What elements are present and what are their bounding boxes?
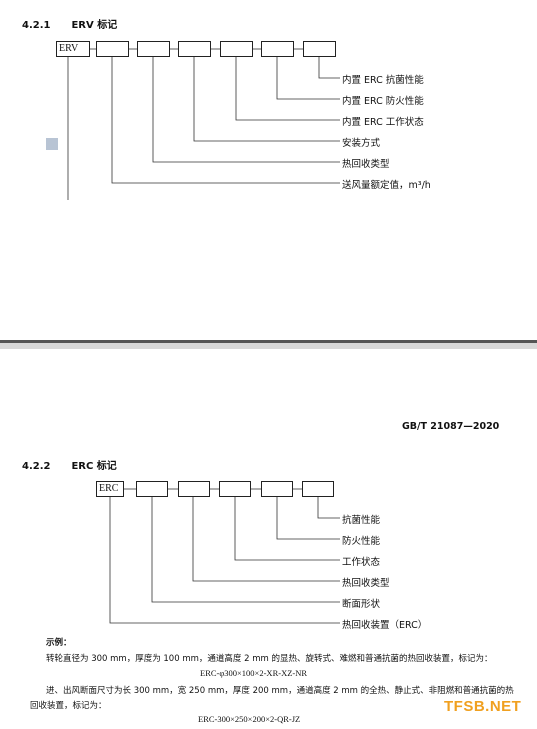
erv-label-fire: 内置 ERC 防火性能 [342, 96, 424, 107]
erv-label-antibacterial: 内置 ERC 抗菌性能 [342, 75, 424, 86]
erv-label-installation: 安装方式 [342, 138, 381, 149]
erc-field-box-5 [302, 481, 334, 497]
example-2-text-line1: 进、出风断面尺寸为长 300 mm，宽 250 mm，厚度 200 mm，通道高… [46, 686, 514, 696]
erv-code-label: ERV [59, 43, 79, 54]
erc-field-box-1 [136, 481, 168, 497]
section-1-title: ERV 标记 [71, 20, 118, 31]
page-gap [0, 343, 537, 349]
erv-label-heat-recovery-type: 热回收类型 [342, 159, 390, 170]
erc-field-box-2 [178, 481, 210, 497]
section-1-number: 4.2.1 [22, 20, 51, 31]
section-2-number: 4.2.2 [22, 461, 51, 472]
erc-label-working-state: 工作状态 [342, 557, 381, 568]
erv-label-working-state: 内置 ERC 工作状态 [342, 117, 424, 128]
example-heading: 示例： [46, 638, 72, 648]
example-1-code: ERC-φ300×100×2-XR-XZ-NR [200, 668, 308, 678]
erv-field-box-6 [303, 41, 336, 57]
section-2-title: ERC 标记 [71, 461, 117, 472]
erv-field-box-5 [261, 41, 294, 57]
erc-code-box: ERC [96, 481, 124, 497]
erc-label-fire: 防火性能 [342, 536, 381, 547]
erc-label-section-shape: 断面形状 [342, 599, 381, 610]
erc-field-box-3 [219, 481, 251, 497]
erc-field-box-4 [261, 481, 293, 497]
erc-code-label: ERC [99, 483, 119, 494]
example-2-text-line2: 回收装置，标记为： [30, 701, 107, 711]
page-marker-icon [46, 138, 58, 150]
site-watermark: TFSB.NET [444, 698, 522, 715]
erc-label-heat-recovery-type: 热回收类型 [342, 578, 390, 589]
erv-field-box-3 [178, 41, 211, 57]
erv-field-box-1 [96, 41, 129, 57]
section-1-heading: 4.2.1 ERV 标记 [22, 16, 117, 31]
example-2-code: ERC-300×250×200×2-QR-JZ [198, 714, 301, 724]
erv-label-air-volume: 送风量额定值，m³/h [342, 180, 431, 191]
erv-code-box: ERV [56, 41, 90, 57]
example-1-text: 转轮直径为 300 mm，厚度为 100 mm，通道高度 2 mm 的显热、旋转… [46, 654, 493, 664]
erv-field-box-4 [220, 41, 253, 57]
erv-field-box-2 [137, 41, 170, 57]
page-divider [0, 340, 537, 343]
section-2-heading: 4.2.2 ERC 标记 [22, 457, 117, 472]
standard-number: GB/T 21087—2020 [402, 421, 500, 432]
erc-label-antibacterial: 抗菌性能 [342, 515, 381, 526]
erc-label-device: 热回收装置（ERC） [342, 620, 428, 631]
